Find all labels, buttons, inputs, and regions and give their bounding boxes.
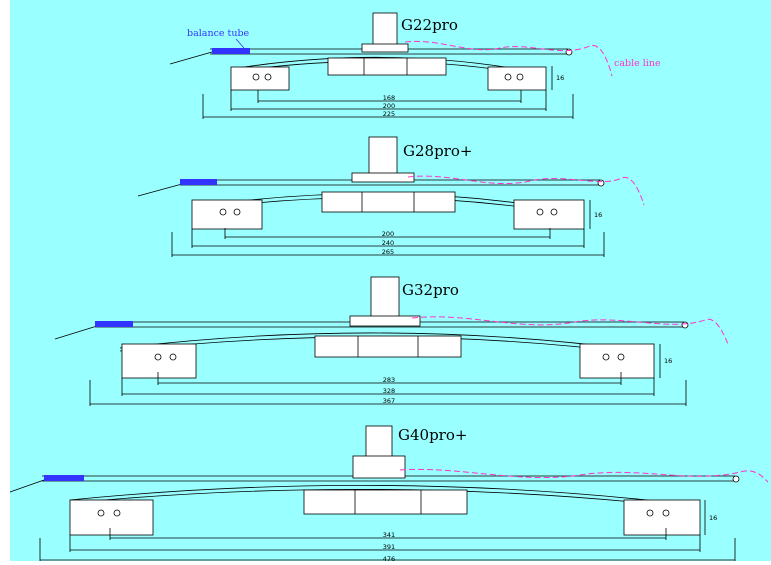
screw-hole <box>233 208 241 216</box>
height-dim-value: 16 <box>594 211 602 219</box>
dim-label: 283 <box>383 376 395 384</box>
model-title: G32pro <box>402 281 459 299</box>
balance-tube <box>44 475 84 481</box>
carriage <box>321 191 456 213</box>
dim-label: 200 <box>383 102 395 110</box>
cable-line <box>407 175 645 206</box>
screw-hole <box>264 73 272 81</box>
dim-label: 168 <box>383 94 395 102</box>
balance-tube <box>95 321 133 327</box>
dim-label: 265 <box>382 248 394 256</box>
motor-base <box>351 172 415 183</box>
slider-g40pro-plus: 16 341 391 476 G40pro+ <box>9 425 769 563</box>
screw-hole <box>113 509 121 517</box>
cable-line <box>404 40 613 77</box>
screw-hole <box>516 73 524 81</box>
cable-line-callout: cable line <box>614 58 661 69</box>
screw-hole <box>536 208 544 216</box>
height-dim-value: 16 <box>709 514 717 522</box>
screw-hole <box>219 208 227 216</box>
foot-right <box>513 199 585 230</box>
dim-label: 367 <box>383 397 395 405</box>
screw-hole <box>97 509 105 517</box>
dim-label: 200 <box>382 230 394 238</box>
height-dim-value: 16 <box>664 357 672 365</box>
carriage <box>314 335 462 358</box>
screw-hole <box>169 353 177 361</box>
screw-hole <box>252 73 260 81</box>
foot-left <box>121 343 197 379</box>
arc-wire <box>69 488 701 510</box>
dim-label: 328 <box>383 387 395 395</box>
dim-label: 341 <box>383 531 395 539</box>
motor-base <box>349 315 421 327</box>
slider-g32pro: 16 283 328 367 G32pro <box>54 276 729 406</box>
screw-hole <box>646 509 654 517</box>
foot-right <box>579 343 655 379</box>
tail-wire <box>169 51 213 65</box>
carriage <box>327 57 447 76</box>
end-cap <box>681 321 689 329</box>
tail-wire <box>137 183 183 197</box>
dim-label: 240 <box>382 239 394 247</box>
carriage <box>303 489 468 515</box>
model-title: G40pro+ <box>398 426 467 444</box>
cable-line <box>399 468 769 483</box>
tail-wire <box>54 325 98 340</box>
end-cap <box>597 179 605 187</box>
motor-base <box>361 43 409 53</box>
balance-tube <box>180 179 217 185</box>
motor-block <box>372 12 398 50</box>
dim-label: 476 <box>383 555 395 561</box>
motor-base <box>352 455 406 479</box>
slider-g22pro: 16 168 200 225 G22pro balance tube cable… <box>169 12 661 119</box>
dim-label: 391 <box>383 543 395 551</box>
dim-label: 225 <box>383 110 395 118</box>
screw-hole <box>602 353 610 361</box>
balance-tube-callout: balance tube <box>187 28 250 39</box>
cable-line <box>411 316 729 345</box>
motor-block <box>365 425 393 459</box>
screw-hole <box>504 73 512 81</box>
slider-g28pro-plus: 16 200 240 265 G28pro+ <box>137 136 645 257</box>
screw-hole <box>617 353 625 361</box>
height-dim-value: 16 <box>556 74 564 82</box>
motor-block <box>368 136 398 178</box>
tail-wire <box>9 479 45 493</box>
screw-hole <box>662 509 670 517</box>
foot-left <box>230 66 290 91</box>
foot-left <box>191 199 263 230</box>
callout-leader <box>235 38 245 49</box>
screw-hole <box>550 208 558 216</box>
end-cap <box>732 475 740 483</box>
model-title: G28pro+ <box>403 142 472 160</box>
foot-left <box>69 499 154 536</box>
model-title: G22pro <box>401 16 458 34</box>
motor-block <box>370 276 400 322</box>
arc-wire <box>69 484 701 507</box>
arc-wire <box>119 332 651 353</box>
screw-hole <box>154 353 162 361</box>
balance-tube <box>212 48 250 54</box>
foot-right <box>623 499 701 536</box>
